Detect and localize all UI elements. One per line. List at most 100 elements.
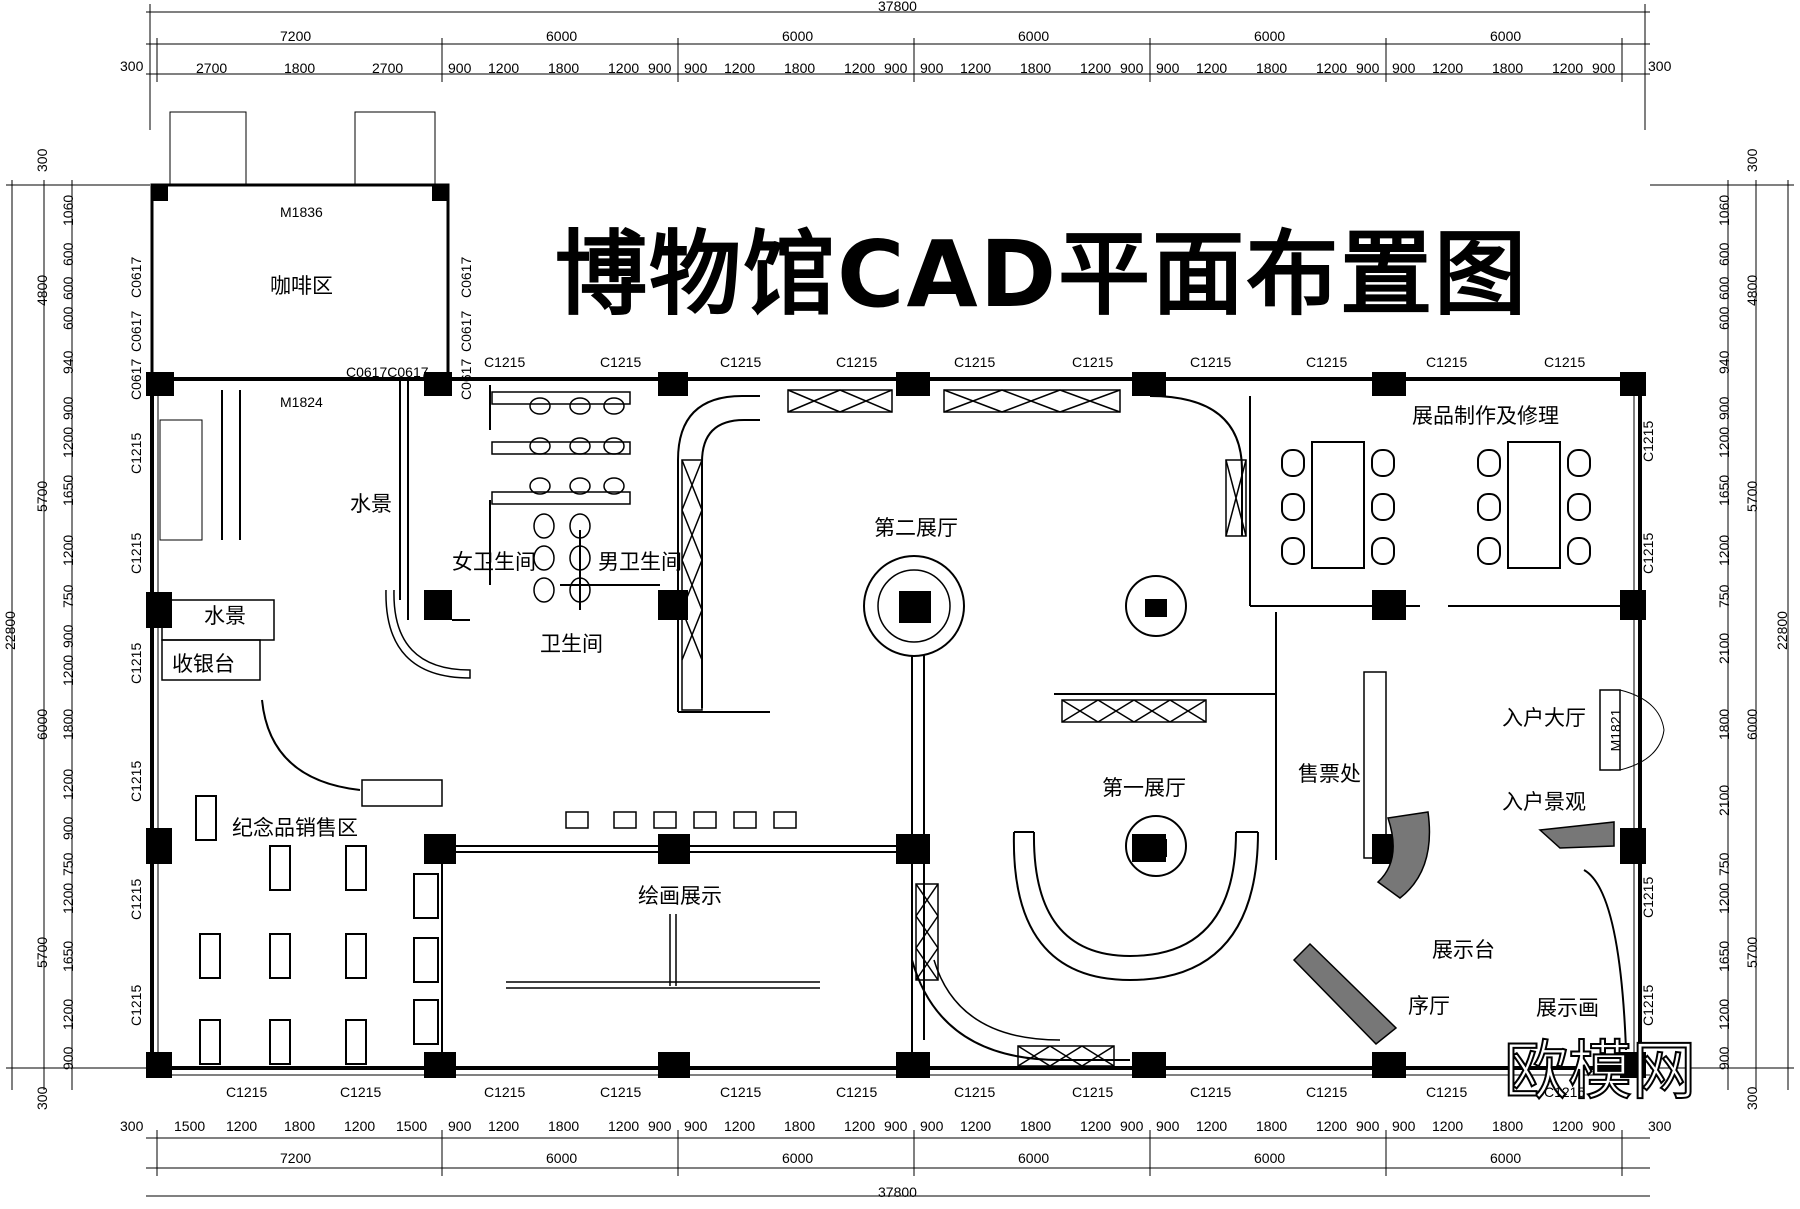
- dim-bay-bottom: 6000: [1018, 1150, 1050, 1166]
- ticket-label: 售票处: [1298, 762, 1361, 786]
- window-label-cafe-right: C0617: [458, 310, 474, 352]
- dim-sub-bottom: 1200: [1080, 1118, 1112, 1134]
- dim-bay-bottom: 6000: [782, 1150, 814, 1166]
- dim-bay-right: 4800: [1744, 274, 1760, 306]
- window-label-top: C1215: [1306, 354, 1348, 370]
- dim-sub-top: 900: [1120, 60, 1144, 76]
- watermark-logo: 欧模网: [1503, 1034, 1697, 1110]
- dim-sub-left: 600: [60, 276, 76, 300]
- mens-wc-label: 男卫生间: [598, 550, 682, 574]
- dim-sub-top: 1800: [784, 60, 816, 76]
- dim-sub-left: 1200: [60, 882, 76, 914]
- dim-sub-bottom: 1800: [1492, 1118, 1524, 1134]
- display-stand-label: 展示台: [1432, 938, 1495, 962]
- window-label-bottom: C1215: [954, 1084, 996, 1100]
- foyer-label: 序厅: [1408, 994, 1450, 1018]
- entry-landscape-label: 入户景观: [1502, 790, 1586, 814]
- dim-sub-left: 1200: [60, 654, 76, 686]
- dim-sub-top: 900: [920, 60, 944, 76]
- window-label-left: C1215: [128, 760, 144, 802]
- dim-bay-left: 6000: [34, 708, 50, 740]
- window-label-top: C1215: [1544, 354, 1586, 370]
- door-label-cafe-top: M1836: [280, 204, 323, 220]
- dim-sub-right: 1200: [1716, 998, 1732, 1030]
- window-label-right: C1215: [1640, 420, 1656, 462]
- window-label-left: C1215: [128, 642, 144, 684]
- lobby-label: 入户大厅: [1502, 706, 1586, 730]
- dim-sub-right: 750: [1716, 852, 1732, 876]
- dim-sub-left: 940: [60, 350, 76, 374]
- dim-sub-left: 750: [60, 584, 76, 608]
- dim-sub-bottom: 1800: [284, 1118, 316, 1134]
- dim-sub-right: 600: [1716, 276, 1732, 300]
- dim-sub-right: 1650: [1716, 474, 1732, 506]
- dim-sub-bottom: 1200: [844, 1118, 876, 1134]
- dim-sub-top: 900: [1356, 60, 1380, 76]
- dim-sub-bottom: 1200: [344, 1118, 376, 1134]
- window-label-bottom: C1215: [836, 1084, 878, 1100]
- dim-sub-bottom: 900: [884, 1118, 908, 1134]
- dim-sub-bottom: 1200: [960, 1118, 992, 1134]
- window-label-cafe-right: C0617: [458, 358, 474, 400]
- dim-bay-top: 6000: [782, 28, 814, 44]
- dim-sub-top: 900: [884, 60, 908, 76]
- dim-edge-top-left: 300: [120, 58, 144, 74]
- dim-bay-top: 7200: [280, 28, 312, 44]
- display-painting-label: 展示画: [1536, 996, 1599, 1020]
- dim-sub-top: 1200: [608, 60, 640, 76]
- window-label-bottom: C1215: [226, 1084, 268, 1100]
- dim-sub-right: 900: [1716, 396, 1732, 420]
- hall2-bottom: [1132, 834, 1166, 862]
- souvenir-label: 纪念品销售区: [232, 816, 358, 840]
- dim-edge-bottom-right: 300: [1648, 1118, 1672, 1134]
- dim-sub-right: 1200: [1716, 534, 1732, 566]
- dim-total-right: 22800: [1774, 611, 1790, 650]
- restroom-label: 卫生间: [540, 632, 603, 656]
- window-label-bottom: C1215: [340, 1084, 382, 1100]
- window-label-bottom: C1215: [1072, 1084, 1114, 1100]
- window-label-top: C1215: [836, 354, 878, 370]
- cafe-label: 咖啡区: [270, 274, 333, 298]
- window-label-right: C1215: [1640, 532, 1656, 574]
- hatched-panels: [681, 389, 1247, 1067]
- window-label-top: C1215: [720, 354, 762, 370]
- dim-sub-top: 1200: [1432, 60, 1464, 76]
- dim-sub-left: 900: [60, 396, 76, 420]
- window-label-cafe-left: C0617: [128, 358, 144, 400]
- dim-sub-right: 1650: [1716, 940, 1732, 972]
- dim-sub-bottom: 1800: [784, 1118, 816, 1134]
- dim-bay-right: 6000: [1744, 708, 1760, 740]
- door-label-entry: M1821: [1607, 708, 1624, 752]
- dim-sub-left: 1200: [60, 426, 76, 458]
- dim-bay-bottom: 6000: [1490, 1150, 1522, 1166]
- dim-sub-bottom: 900: [920, 1118, 944, 1134]
- workshop-label: 展品制作及修理: [1412, 404, 1559, 428]
- dim-sub-left: 1200: [60, 534, 76, 566]
- dim-sub-left: 600: [60, 306, 76, 330]
- columns: [146, 185, 1646, 1078]
- dim-bay-right: 5700: [1744, 936, 1760, 968]
- window-label-bottom: C1215: [720, 1084, 762, 1100]
- dim-bay-top: 6000: [1490, 28, 1522, 44]
- window-label-cafe-left: C0617: [128, 310, 144, 352]
- dim-bay-left: 300: [34, 1086, 50, 1110]
- dim-sub-bottom: 1200: [724, 1118, 756, 1134]
- hall-2-label: 第二展厅: [874, 516, 958, 540]
- dim-bay-bottom: 7200: [280, 1150, 312, 1166]
- window-label-bottom: C1215: [484, 1084, 526, 1100]
- dim-sub-top: 2700: [372, 60, 404, 76]
- dim-sub-left: 1200: [60, 998, 76, 1030]
- dim-total-top: 37800: [878, 0, 917, 14]
- window-label-left: C1215: [128, 532, 144, 574]
- dim-sub-right: 1200: [1716, 882, 1732, 914]
- dim-sub-top: 1800: [1020, 60, 1052, 76]
- dim-sub-right: 600: [1716, 306, 1732, 330]
- window-label-top: C1215: [600, 354, 642, 370]
- dim-sub-top: 900: [448, 60, 472, 76]
- dim-sub-right: 940: [1716, 350, 1732, 374]
- dim-sub-bottom: 1200: [488, 1118, 520, 1134]
- dim-edge-bottom-left: 300: [120, 1118, 144, 1134]
- window-label-top: C1215: [484, 354, 526, 370]
- window-label-cafe-bottom: C0617C0617: [346, 364, 429, 380]
